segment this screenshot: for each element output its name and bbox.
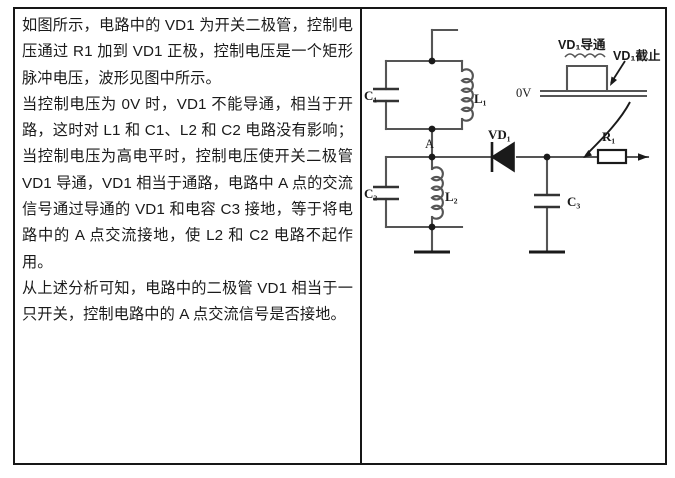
c2-capacitor bbox=[373, 185, 399, 201]
c3-capacitor bbox=[534, 193, 560, 209]
vd1-diode bbox=[490, 141, 515, 173]
paragraph-3: 从上述分析可知，电路中的二极管 VD1 相当于一只开关，控制电路中的 A 点交流… bbox=[22, 279, 353, 324]
content-table: 如图所示，电路中的 VD1 为开关二极管，控制电压通过 R1 加到 VD1 正极… bbox=[13, 7, 667, 465]
label-vd1: VD₁ bbox=[488, 127, 511, 142]
l1-inductor-coil bbox=[460, 68, 474, 122]
table-column-divider bbox=[360, 9, 362, 463]
diagram-cell: C₁ L₁ C₂ L₂ C₃ A VD₁ R₁ 0V VD₁导通 VD₁截止 bbox=[362, 9, 665, 463]
r1-resistor bbox=[596, 148, 628, 165]
label-vd1-cutoff: VD₁截止 bbox=[613, 48, 661, 63]
label-c3: C₃ bbox=[567, 194, 580, 209]
label-vd1-conducting: VD₁导通 bbox=[558, 37, 606, 52]
junction-dots bbox=[428, 57, 551, 231]
waveform-to-circuit-arrow bbox=[583, 101, 631, 158]
label-c1: C₁ bbox=[364, 88, 377, 103]
label-l2: L₂ bbox=[445, 189, 458, 204]
label-zero-volt: 0V bbox=[516, 86, 531, 100]
label-r1: R₁ bbox=[602, 129, 615, 144]
conduction-interval-brace bbox=[564, 53, 606, 59]
label-l1: L₁ bbox=[474, 91, 487, 106]
control-input-arrowhead bbox=[638, 153, 648, 161]
l2-inductor-coil bbox=[430, 166, 444, 220]
paragraph-1: 如图所示，电路中的 VD1 为开关二极管，控制电压通过 R1 加到 VD1 正极… bbox=[22, 17, 353, 87]
label-c2: C₂ bbox=[364, 186, 377, 201]
cutoff-pointer-arrow bbox=[610, 60, 626, 86]
paragraph-2: 当控制电压为 0V 时，VD1 不能导通，相当于开路，这时对 L1 和 C1、L… bbox=[22, 95, 353, 271]
label-node-a: A bbox=[425, 137, 434, 151]
text-cell: 如图所示，电路中的 VD1 为开关二极管，控制电压通过 R1 加到 VD1 正极… bbox=[15, 9, 360, 463]
pulse-waveform bbox=[540, 64, 647, 98]
circuit-diagram: C₁ L₁ C₂ L₂ C₃ A VD₁ R₁ 0V VD₁导通 VD₁截止 bbox=[364, 28, 661, 254]
c1-capacitor bbox=[373, 87, 399, 103]
